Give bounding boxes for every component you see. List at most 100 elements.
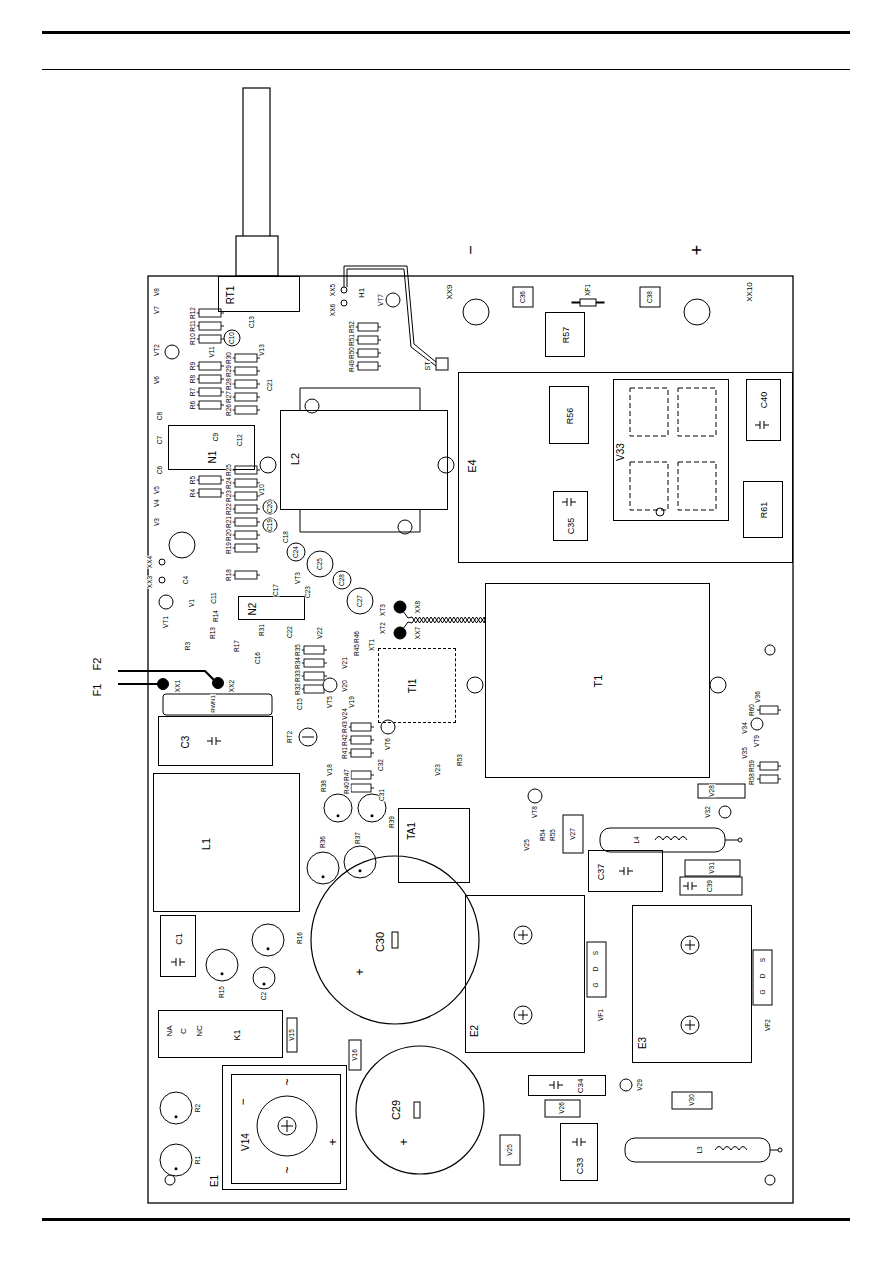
resistor-symbol xyxy=(235,479,257,487)
component-circle xyxy=(224,330,240,346)
part-label: C16 xyxy=(255,652,262,665)
resistor-symbol xyxy=(351,736,371,744)
resistor-symbol xyxy=(232,522,260,523)
component-circle xyxy=(160,1144,192,1176)
mounting-hole xyxy=(710,677,726,693)
resistor-symbol xyxy=(235,380,257,388)
component-circle xyxy=(333,571,351,589)
diode-symbol xyxy=(698,784,745,798)
part-name: E4 xyxy=(467,459,478,473)
resistor-symbol xyxy=(196,379,224,380)
mounting-hole xyxy=(165,299,775,1185)
mounting-hole xyxy=(765,645,775,655)
wire xyxy=(118,683,158,685)
part-label: R19 xyxy=(226,542,233,555)
part-label: V25 xyxy=(524,839,531,852)
component-outline: R61 xyxy=(743,481,783,538)
part-label: V13 xyxy=(259,344,266,357)
part-name: N1 xyxy=(208,450,218,464)
capacitor-symbol xyxy=(619,867,633,875)
part-label: + xyxy=(354,968,366,976)
resistor-symbol xyxy=(351,749,371,757)
part-label: R28 xyxy=(226,378,233,391)
resistor-symbol xyxy=(199,362,221,370)
part-label: C7 xyxy=(157,435,164,444)
part-label: R18 xyxy=(226,569,233,582)
resistor-symbol xyxy=(232,535,260,536)
part-name: V33 xyxy=(616,443,626,462)
resistor-symbol xyxy=(304,659,324,667)
part-label: VF2 xyxy=(765,1019,772,1032)
part-name: C34 xyxy=(577,1078,585,1094)
heatsink-screw xyxy=(518,930,528,940)
part-name: N2 xyxy=(248,602,258,616)
part-label: R14 xyxy=(213,610,220,623)
resistor-symbol xyxy=(301,650,327,651)
part-label: VT2 xyxy=(154,344,161,357)
component-circle xyxy=(263,983,266,986)
component-circle xyxy=(323,678,337,692)
resistor-symbol xyxy=(232,397,260,398)
test-point xyxy=(341,300,347,306)
component-circle xyxy=(175,1115,178,1118)
resistor-symbol xyxy=(355,366,381,367)
part-label: C22 xyxy=(287,626,294,639)
part-label: R25 xyxy=(226,464,233,477)
component-circle xyxy=(263,500,277,514)
part-label: R2 xyxy=(195,1103,202,1112)
part-label: C10 xyxy=(229,332,236,345)
heatsink-screw xyxy=(514,926,532,944)
part-label: C12 xyxy=(237,434,244,447)
connector-outline xyxy=(163,694,272,715)
terminal-box xyxy=(640,287,660,307)
capacitor-symbol xyxy=(171,421,769,1146)
part-name: E1 xyxy=(210,1174,220,1187)
resistor-symbol xyxy=(235,406,257,414)
part-name: E3 xyxy=(638,1036,648,1049)
wire xyxy=(347,269,436,366)
part-label: C31 xyxy=(379,789,386,802)
part-label: R22 xyxy=(226,503,233,516)
heatsink-screw xyxy=(514,1006,532,1024)
resistor-symbol xyxy=(757,779,781,780)
capacitor-outline xyxy=(311,856,479,1024)
heatsink-screw xyxy=(681,1016,699,1034)
component-circle xyxy=(307,551,333,577)
part-label: R29 xyxy=(226,365,233,378)
part-label: R49 xyxy=(349,360,356,373)
part-label: V34 xyxy=(742,722,749,735)
part-label: C6 xyxy=(157,465,164,474)
heatsink-screw xyxy=(681,936,699,954)
part-label: XX3 xyxy=(147,575,154,588)
circuit-board xyxy=(148,276,793,1203)
part-label: VT6 xyxy=(385,738,392,751)
resistor-symbol xyxy=(348,727,374,728)
capacitor-symbol xyxy=(549,1081,563,1089)
capacitor-symbol xyxy=(171,958,185,966)
part-label: R30 xyxy=(226,352,233,365)
part-label: V29 xyxy=(637,1079,644,1092)
part-label: V23 xyxy=(435,764,442,777)
connector-outline xyxy=(163,694,272,715)
part-label: VT1 xyxy=(163,616,170,629)
part-label: R51 xyxy=(349,334,356,347)
component-outline: C37 xyxy=(588,850,663,892)
component-circle xyxy=(165,345,179,359)
part-label: V18 xyxy=(327,764,334,777)
part-name: TA1 xyxy=(407,822,417,841)
part-label: + xyxy=(327,1138,339,1146)
resistor-symbol xyxy=(760,775,778,783)
resistor-symbol xyxy=(301,689,327,690)
part-label: V27 xyxy=(570,828,577,841)
diode-symbol xyxy=(719,806,731,818)
component-circle xyxy=(252,924,284,956)
resistor-symbol xyxy=(199,375,221,383)
component-outline: C3 xyxy=(158,716,273,766)
terminal-box xyxy=(680,877,742,895)
resistor-symbol xyxy=(358,336,378,344)
capacitor-mark xyxy=(392,932,398,948)
capacitor-outline xyxy=(356,1046,484,1174)
diode-symbol xyxy=(349,1040,361,1070)
part-label: C4 xyxy=(183,575,190,584)
component-outline: RT1 xyxy=(218,276,300,312)
